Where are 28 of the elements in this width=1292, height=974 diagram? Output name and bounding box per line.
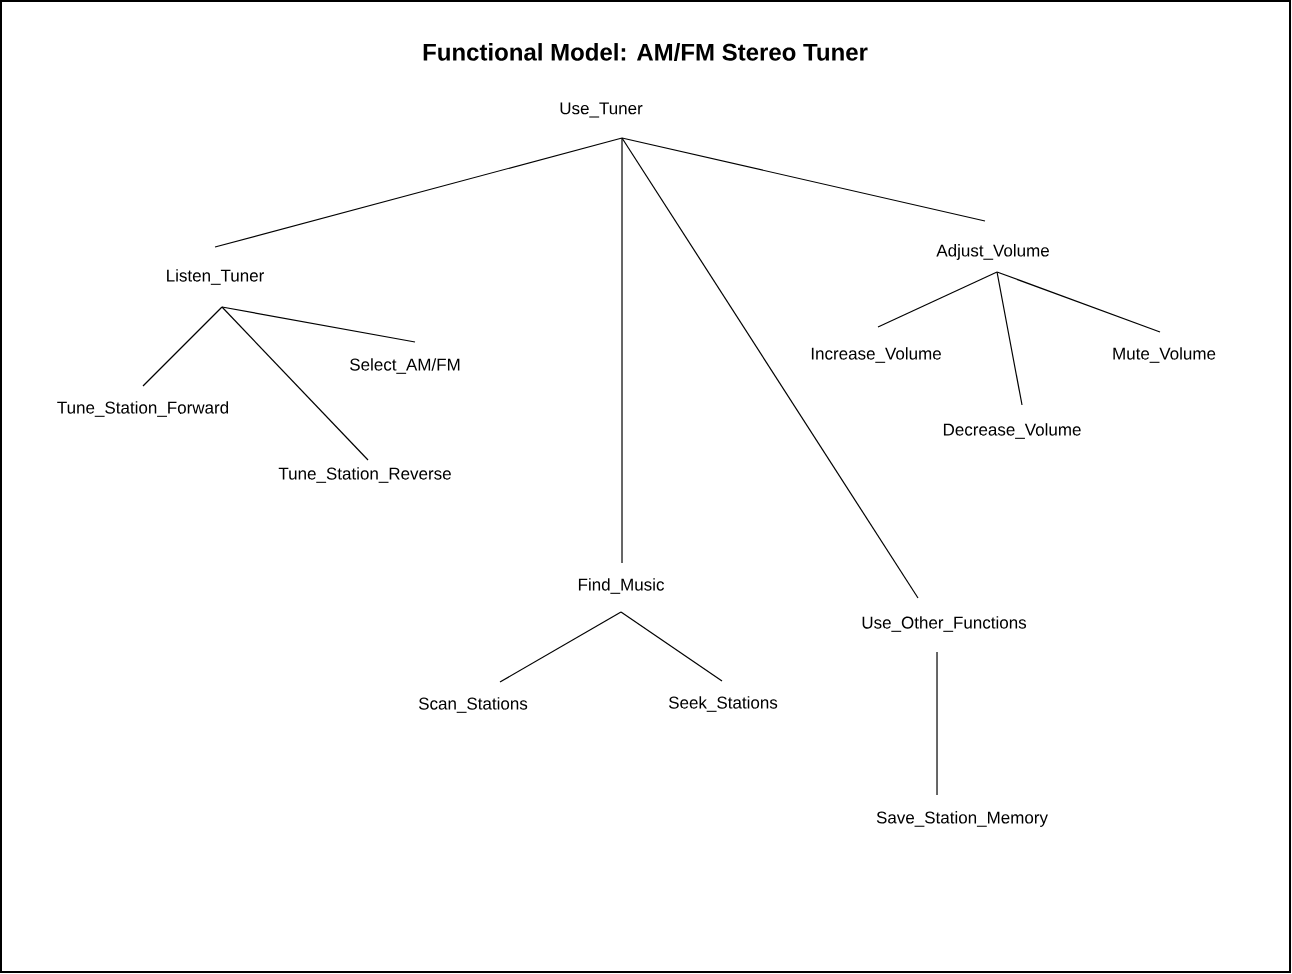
node-label: Listen_Tuner bbox=[167, 269, 264, 285]
connector-line bbox=[499, 611, 622, 683]
node-label: Use_Other_Functions bbox=[862, 616, 1027, 632]
connector-line bbox=[214, 137, 623, 248]
node-label: Scan_Stations bbox=[418, 697, 528, 713]
connector-line bbox=[221, 306, 416, 343]
node-label: Increase_Volume bbox=[811, 347, 941, 363]
connector-line bbox=[996, 271, 1023, 406]
node-label: Tune_Station_Reverse bbox=[278, 467, 451, 483]
node-label: Tune_Station_Forward bbox=[57, 401, 229, 417]
node-label: Save_Station_Memory bbox=[876, 811, 1048, 827]
connector-line bbox=[621, 137, 919, 599]
title: Functional Model: AM/FM Stereo Tuner bbox=[423, 43, 868, 61]
connector-line bbox=[996, 271, 1161, 333]
node-label: Decrease_Volume bbox=[943, 423, 1081, 439]
connector-line bbox=[621, 137, 986, 222]
connector-line bbox=[142, 306, 223, 387]
connector-line bbox=[620, 611, 723, 682]
connector-line bbox=[877, 271, 998, 328]
node-label: Adjust_Volume bbox=[936, 244, 1049, 260]
connector-line bbox=[221, 306, 369, 461]
node-label: Mute_Volume bbox=[1113, 347, 1216, 363]
node-label: Select_AM/FM bbox=[350, 358, 460, 374]
connector-line bbox=[621, 137, 623, 564]
node-label: Use_Tuner bbox=[560, 102, 643, 118]
node-label: Find_Music bbox=[578, 578, 664, 594]
connector-line bbox=[936, 651, 938, 796]
node-label: Seek_Stations bbox=[668, 696, 778, 712]
